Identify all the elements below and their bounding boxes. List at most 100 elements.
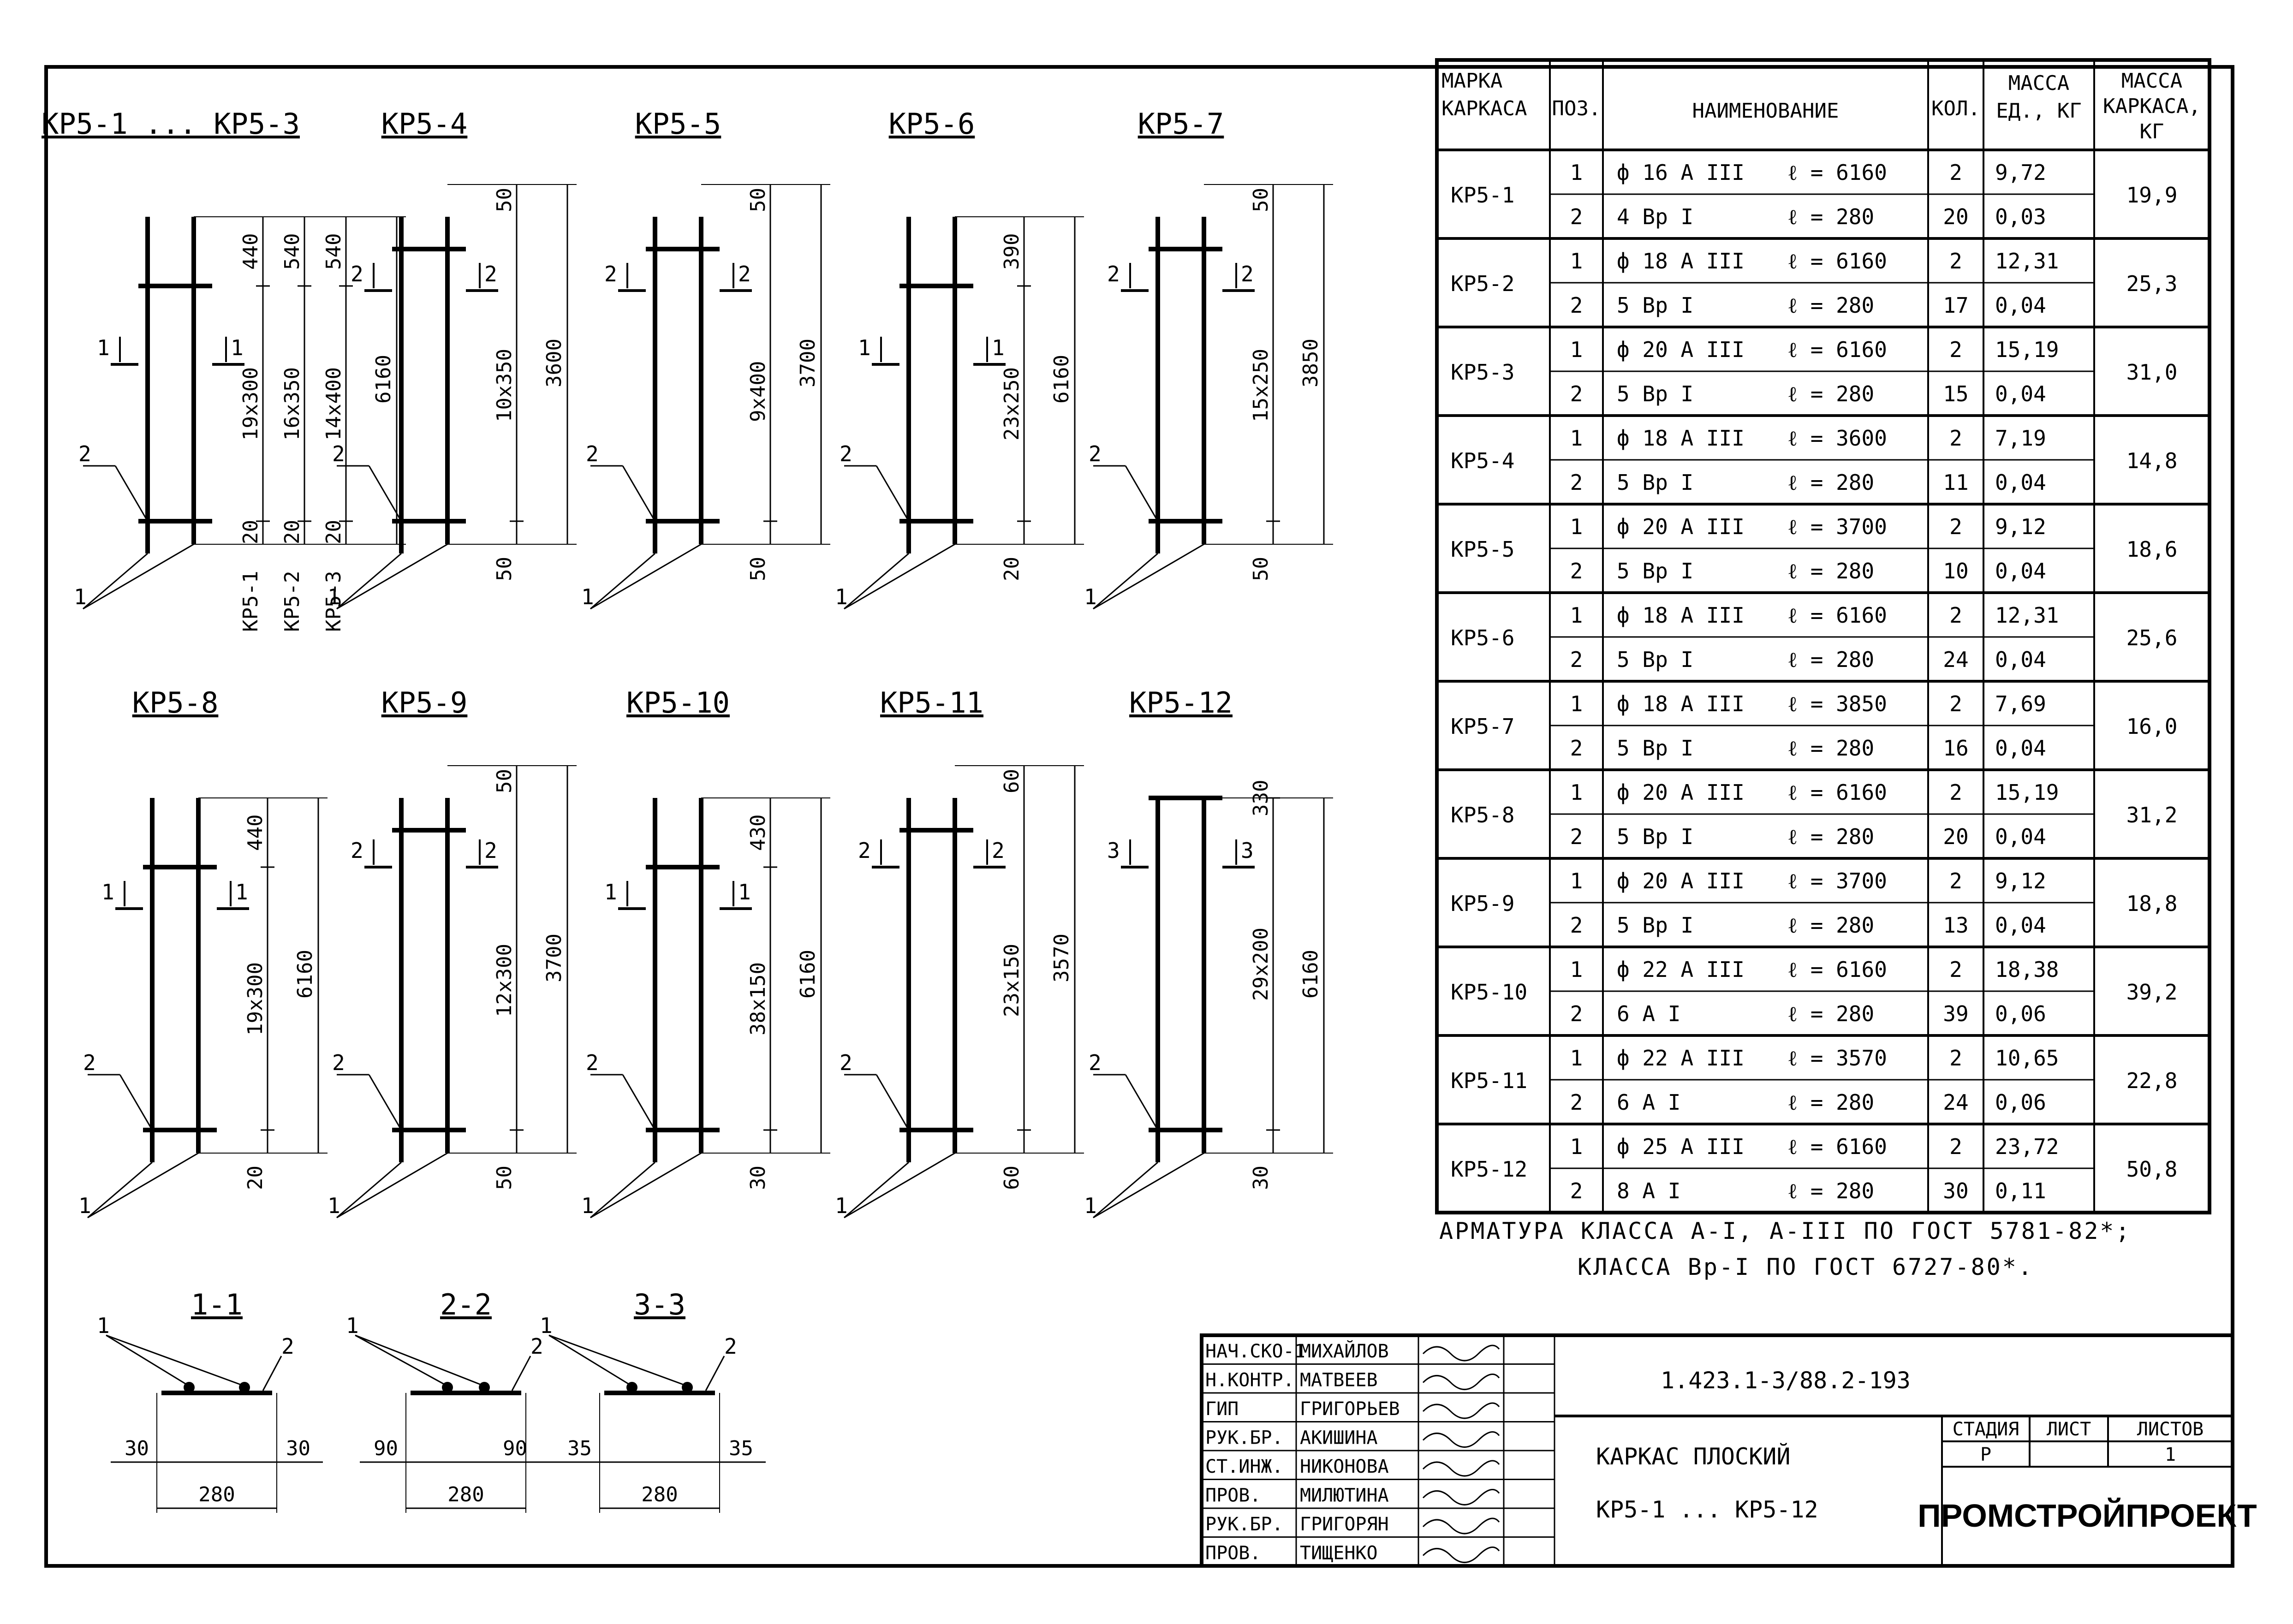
- table-cell-qty: 2: [1949, 957, 1962, 982]
- leader-line: [705, 1356, 725, 1391]
- leader-line: [590, 543, 702, 610]
- dimension-spacing: 23х250: [1000, 367, 1024, 440]
- leader-line: [1125, 465, 1159, 522]
- signature-mark: [1422, 1517, 1500, 1535]
- table-cell-mass: 0,11: [1995, 1178, 2046, 1203]
- table-cell-length: ℓ = 3600: [1787, 426, 1887, 451]
- leader-line: [590, 553, 655, 610]
- signature-mark: [1422, 1489, 1500, 1505]
- leader-line: [355, 1334, 448, 1387]
- table-cell-name: ф 18 А III: [1617, 426, 1745, 451]
- table-cell-length: ℓ = 280: [1787, 1001, 1874, 1026]
- dimension-bottom: 50: [1249, 557, 1273, 581]
- table-cell-pos: 1: [1570, 514, 1583, 539]
- overall-dimension: 6160: [796, 950, 820, 999]
- section-mark-label: 2: [351, 838, 363, 863]
- table-cell-mass: 0,04: [1995, 824, 2046, 849]
- table-cell-pos: 2: [1570, 647, 1583, 672]
- dimension-spacing: 9х400: [746, 361, 770, 422]
- table-cell-mass: 0,04: [1995, 381, 2046, 406]
- sheet-border: [44, 65, 2234, 1568]
- table-cell-length: ℓ = 280: [1787, 381, 1874, 406]
- frame-title: КР5-10: [626, 686, 730, 720]
- table-cell-qty: 11: [1943, 470, 1968, 495]
- stamp-name: ТИЩЕНКО: [1300, 1543, 1378, 1564]
- section-mark-label: 1: [992, 335, 1005, 360]
- table-cell-length: ℓ = 3850: [1787, 691, 1887, 716]
- header-unit-mass: ЕД., КГ: [1996, 99, 2081, 123]
- header-frame-mass: МАССА: [2121, 69, 2182, 93]
- pos-label-1: 1: [97, 1313, 110, 1338]
- table-cell-mass: 15,19: [1995, 337, 2059, 362]
- table-cell-qty: 2: [1949, 780, 1962, 805]
- leader-line: [844, 1161, 909, 1219]
- table-cell-name: 5 Вр I: [1617, 824, 1693, 849]
- overall-dimension: 3700: [542, 934, 566, 982]
- dimension-bottom: 20: [280, 520, 304, 544]
- header-name: НАИМЕНОВАНИЕ: [1692, 99, 1839, 123]
- table-cell-name: 5 Вр I: [1617, 736, 1693, 761]
- pos-label-2: 2: [83, 1050, 96, 1075]
- table-row-mark: КР5-12: [1451, 1157, 1527, 1182]
- frame-title: КР5-1 ... КР5-3: [42, 107, 300, 141]
- pos-label-2: 2: [530, 1334, 543, 1359]
- title-line-2: КР5-1 ... КР5-12: [1596, 1496, 1818, 1523]
- leader-line: [622, 465, 656, 522]
- section-bar-dot: [479, 1382, 490, 1393]
- header-unit-mass: МАССА: [2008, 71, 2069, 95]
- section-mark-label: 2: [484, 262, 497, 286]
- signature-mark: [1422, 1547, 1500, 1563]
- overall-dimension: 3850: [1299, 339, 1322, 387]
- pos-label-2: 2: [1089, 1050, 1102, 1075]
- table-cell-mass: 9,12: [1995, 869, 2046, 893]
- doc-code: 1.423.1-3/88.2-193: [1661, 1367, 1911, 1394]
- table-cell-pos: 2: [1570, 1178, 1583, 1203]
- table-row-total: 18,6: [2126, 537, 2178, 562]
- table-cell-pos: 2: [1570, 1090, 1583, 1115]
- dimension-bottom: 20: [239, 520, 262, 544]
- table-cell-name: ф 22 А III: [1617, 957, 1745, 982]
- leader-line: [1093, 1161, 1158, 1219]
- dimension-bottom: 20: [322, 520, 345, 544]
- table-row-total: 50,8: [2126, 1157, 2178, 1182]
- section-edge-dim: 35: [729, 1437, 753, 1460]
- stamp-role: НАЧ.СКО-1: [1205, 1341, 1305, 1362]
- signature-mark: [1422, 1344, 1500, 1362]
- table-cell-name: 8 А I: [1617, 1178, 1680, 1203]
- dimension-spacing: 19х300: [244, 962, 267, 1035]
- dimension-spacing: 15х250: [1249, 349, 1273, 422]
- table-cell-length: ℓ = 280: [1787, 204, 1874, 229]
- table-cell-mass: 15,19: [1995, 780, 2059, 805]
- header-mark: КАРКАСА: [1441, 97, 1527, 120]
- section-mark-label: 2: [484, 838, 497, 863]
- dimension-bottom: 60: [1000, 1166, 1024, 1190]
- overall-dimension: 6160: [1050, 355, 1073, 404]
- note-line-2: КЛАССА Вр-I ПО ГОСТ 6727-80*.: [1578, 1254, 2034, 1280]
- table-cell-mass: 18,38: [1995, 957, 2059, 982]
- table-cell-qty: 13: [1943, 913, 1968, 938]
- leader-line: [1093, 543, 1204, 610]
- table-cell-length: ℓ = 280: [1787, 559, 1874, 583]
- dimension-spacing: 12х300: [493, 944, 516, 1017]
- section-inner-dim: 90: [503, 1437, 527, 1460]
- table-cell-name: 5 Вр I: [1617, 293, 1693, 318]
- leader-line: [106, 1334, 190, 1387]
- pos-label-2: 2: [281, 1334, 294, 1359]
- leader-line: [1125, 1074, 1159, 1130]
- leader-line: [844, 1152, 955, 1219]
- stage-value: Р: [1980, 1444, 1991, 1465]
- leader-line: [548, 1334, 632, 1387]
- table-cell-name: 5 Вр I: [1617, 647, 1693, 672]
- table-cell-qty: 2: [1949, 514, 1962, 539]
- table-cell-pos: 1: [1570, 160, 1583, 185]
- overall-dimension: 3570: [1050, 934, 1073, 982]
- table-row-mark: КР5-5: [1451, 537, 1514, 562]
- table-cell-length: ℓ = 6160: [1787, 603, 1887, 628]
- table-cell-qty: 20: [1943, 204, 1968, 229]
- leader-line: [844, 543, 955, 610]
